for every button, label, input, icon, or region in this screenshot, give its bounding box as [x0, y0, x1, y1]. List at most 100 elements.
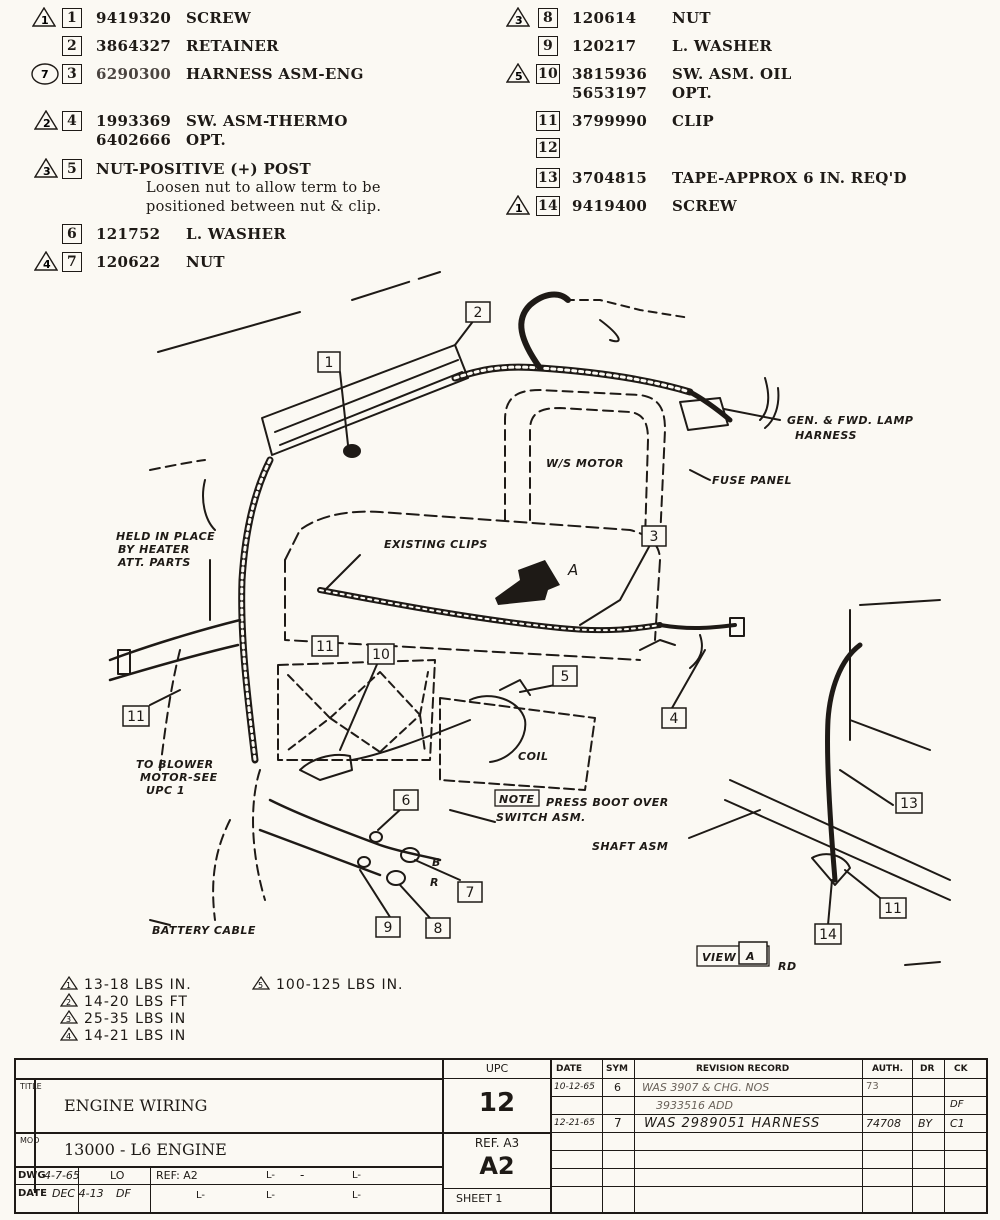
leader-line [689, 469, 711, 481]
svg-text:1: 1 [41, 14, 49, 27]
ws-motor-outline [504, 389, 666, 541]
retainer-part [274, 359, 459, 433]
washer-part [357, 856, 371, 868]
torque-value: 100-125 LBS IN. [276, 977, 404, 993]
leader-line [339, 371, 349, 446]
drawing-title: ENGINE WIRING [64, 1096, 208, 1115]
note-text: PRESS BOOT OVER [546, 796, 669, 809]
view-a-outline [849, 719, 931, 751]
svg-text:4: 4 [670, 711, 679, 727]
leader-line [414, 859, 461, 881]
view-a-box [738, 941, 768, 965]
harness-trunk [240, 458, 272, 762]
part-desc: HARNESS ASM-ENG [186, 65, 364, 83]
upc-label: UPC [485, 1062, 509, 1075]
part-no: 3815936 [572, 65, 648, 83]
svg-text:5: 5 [561, 669, 570, 685]
part-number-box: 5 [62, 159, 82, 179]
fuse-panel [679, 397, 729, 431]
harness-trunk [238, 456, 274, 764]
part-no: 3864327 [96, 37, 172, 55]
battery-cable [252, 769, 266, 901]
svg-text:11: 11 [316, 639, 334, 655]
callout-2: 2 [465, 301, 491, 323]
washer-part [369, 831, 383, 843]
svg-text:8: 8 [434, 921, 443, 937]
rev-dr: DF [950, 1099, 964, 1110]
leader-line [671, 649, 706, 709]
svg-text:11: 11 [884, 901, 902, 917]
callout-1: 1 [317, 351, 341, 373]
held-label: BY HEATER [118, 543, 190, 556]
part-no: 6290300 [96, 65, 172, 83]
note-text: SWITCH ASM. [496, 811, 586, 824]
part-no: 3799990 [572, 112, 648, 130]
torque-value: 14-21 LBS IN [84, 1028, 187, 1044]
svg-text:3: 3 [66, 1015, 72, 1024]
leader-line [839, 769, 894, 806]
view-a-outline [859, 599, 941, 606]
date-dr: DF [116, 1187, 131, 1200]
harness-branch [518, 291, 571, 371]
svg-text:13: 13 [900, 796, 918, 812]
harness-run [317, 587, 663, 634]
revision-triangle-icon: 2 [59, 992, 79, 1007]
revision-triangle-icon: 1 [32, 7, 56, 27]
view-a-box [696, 945, 770, 967]
part-desc: SCREW [672, 197, 738, 215]
svg-text:2: 2 [66, 998, 72, 1007]
leader-line [827, 879, 833, 926]
side-title-label: TITLE [20, 1082, 42, 1091]
leader-line [359, 869, 391, 918]
harness-run [658, 623, 737, 631]
coil-terminal [499, 679, 531, 696]
harness-branch [565, 299, 691, 319]
shaft-label: SHAFT ASM [592, 840, 668, 853]
callout-5: 5 [552, 665, 578, 687]
ref-label: REF. A3 [474, 1136, 520, 1150]
callout-8: 8 [425, 917, 451, 939]
rev-header: REVISION RECORD [696, 1064, 790, 1074]
date-label: DATE [18, 1188, 47, 1199]
leader-line [149, 919, 171, 926]
part-note: Loosen nut to allow term to be [146, 180, 381, 196]
part-desc: RETAINER [186, 37, 279, 55]
date-value: DEC 4-13 [52, 1187, 104, 1200]
part-desc: SCREW [186, 9, 252, 27]
part-number-box: 6 [62, 224, 82, 244]
svg-text:2: 2 [474, 305, 483, 321]
held-label: HELD IN PLACE [116, 530, 215, 543]
rev-date: 12-21-65 [554, 1118, 595, 1128]
part-desc-alt: OPT. [672, 84, 712, 102]
part-no: 120217 [572, 37, 637, 55]
callout-11: 11 [879, 897, 907, 919]
hood-edge-line [157, 311, 301, 353]
part-no-alt: 6402666 [96, 131, 172, 149]
l-field: L- [266, 1190, 276, 1201]
leader-line [519, 684, 556, 693]
callout-6: 6 [393, 789, 419, 811]
part-no: 121752 [96, 225, 161, 243]
part-desc: NUT [672, 9, 711, 27]
torque-value: 13-18 LBS IN. [84, 977, 192, 993]
part-no: 120614 [572, 9, 637, 27]
revision-triangle-icon: 1 [506, 195, 530, 215]
heater-box-outline [284, 510, 661, 641]
part-number-box: 14 [536, 196, 560, 216]
retainer-part [261, 344, 469, 456]
leader-line [904, 961, 941, 966]
part-no: 9419320 [96, 9, 172, 27]
connector [729, 617, 745, 637]
blower-outline [202, 479, 216, 531]
nut-part [400, 847, 420, 863]
rev-date: 10-12-65 [554, 1082, 595, 1092]
wiring-diagram: A 1 2 3 4 5 6 7 8 9 10 11 11 11 13 14 GE… [108, 271, 951, 973]
view-label: VIEW [702, 951, 737, 964]
torque-value: 25-35 LBS IN [84, 1011, 187, 1027]
part-number-box: 3 [62, 64, 82, 84]
l-field: L- [352, 1170, 362, 1181]
revision-triangle-icon: 5 [506, 63, 530, 83]
dwg-dr: LO [110, 1169, 125, 1182]
callout-4: 4 [661, 707, 687, 729]
